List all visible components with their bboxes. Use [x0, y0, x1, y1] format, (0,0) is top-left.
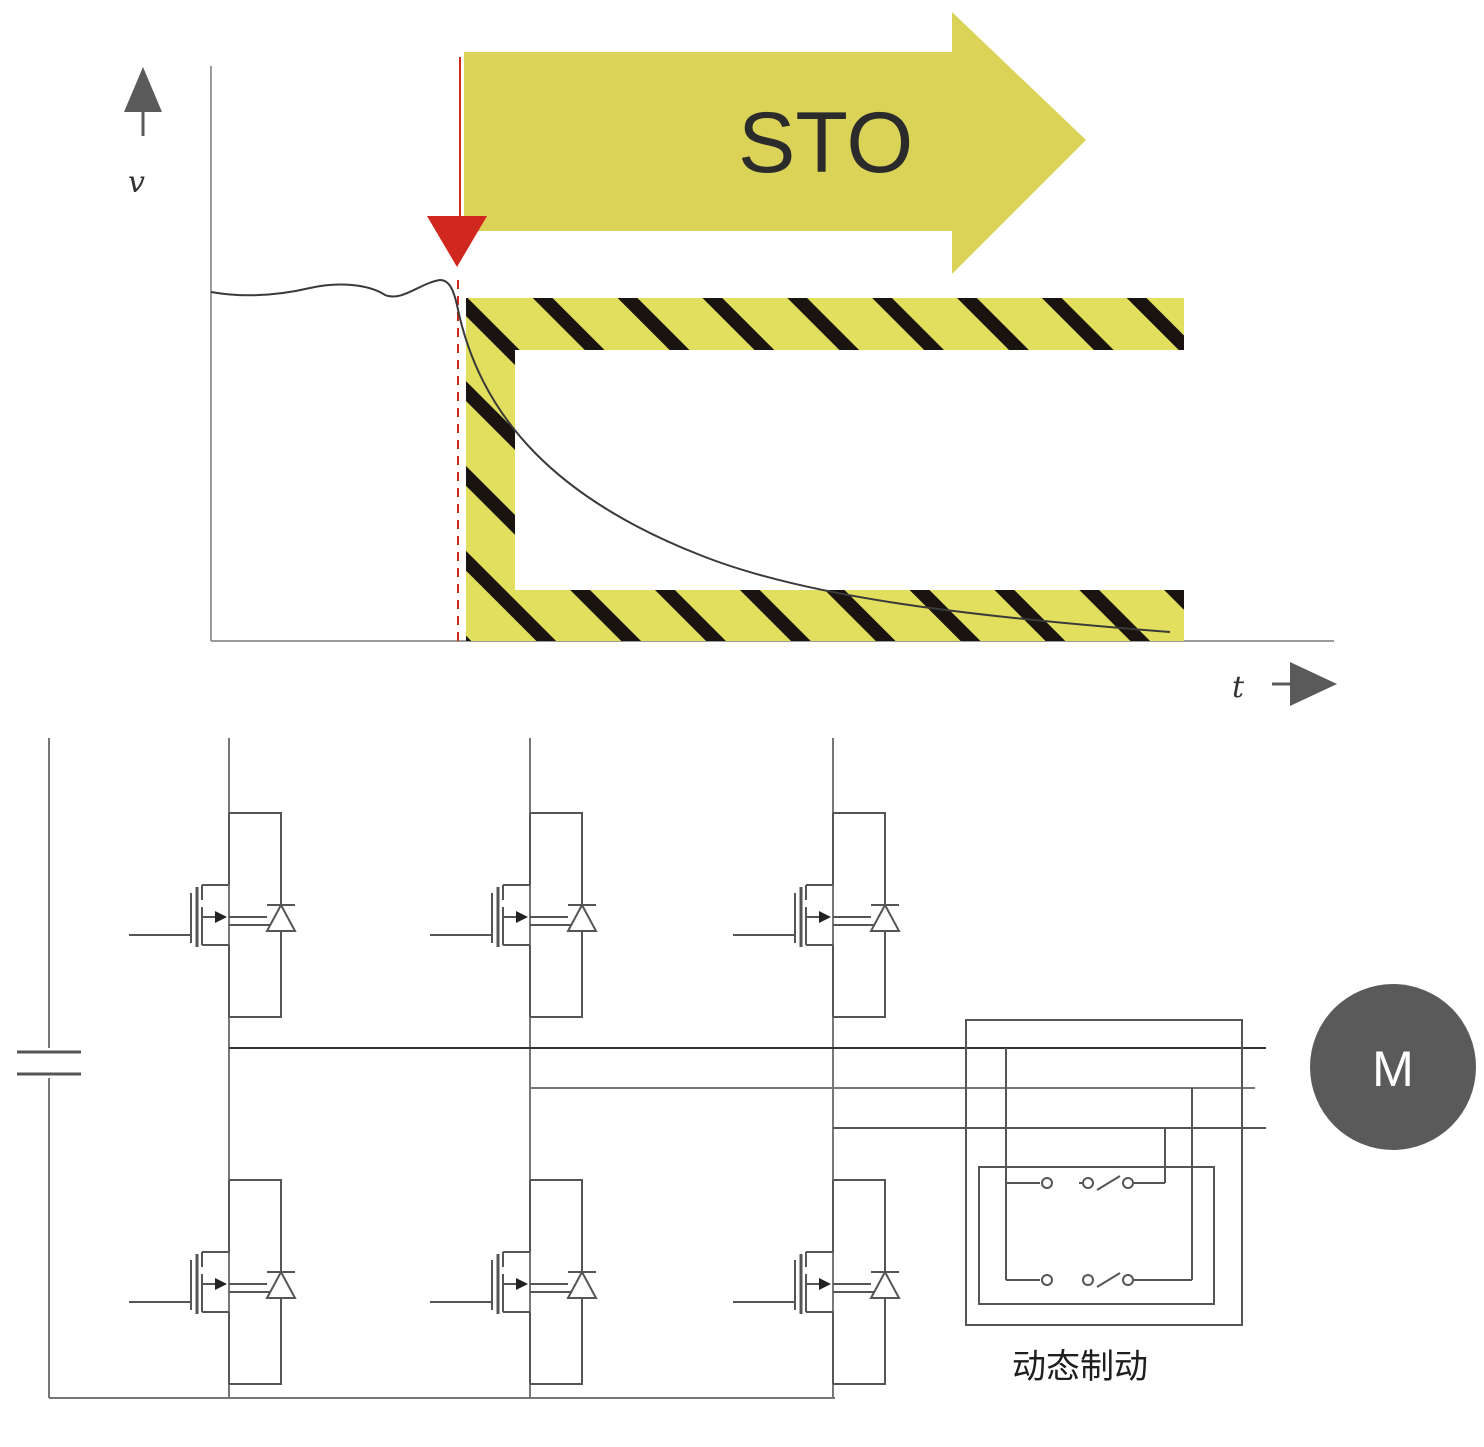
y-axis-arrow-icon	[124, 67, 162, 136]
x-axis-arrow-icon	[1272, 662, 1337, 706]
trigger-arrow-icon	[427, 216, 487, 267]
igbt-switch-lower-v	[428, 1178, 598, 1386]
igbt-switch-lower-u	[127, 1178, 297, 1386]
sto-label: STO	[738, 95, 913, 191]
igbt-switch-upper-v	[428, 811, 598, 1019]
inverter-circuit: 动态制动 M	[17, 738, 1476, 1399]
igbt-switch-upper-u	[127, 811, 297, 1019]
dynamic-brake-box-outer	[965, 1019, 1243, 1326]
igbt-switch-lower-w	[731, 1178, 901, 1386]
safe-torque-off-zone	[466, 298, 1184, 641]
dynamic-brake-label: 动态制动	[1012, 1347, 1148, 1387]
x-axis-label: t	[1232, 670, 1245, 705]
speed-time-graph: v t STO	[124, 12, 1337, 706]
y-axis-label: v	[128, 165, 145, 200]
sto-arrow	[464, 12, 1086, 274]
dynamic-brake-box-inner	[978, 1166, 1215, 1305]
motor-label: M	[1372, 1041, 1414, 1097]
igbt-switch-upper-w	[731, 811, 901, 1019]
speed-curve	[210, 278, 1171, 633]
motor-icon	[1310, 984, 1476, 1150]
brake-contact-upper	[1006, 1175, 1165, 1191]
brake-contact-lower	[1006, 1272, 1192, 1288]
